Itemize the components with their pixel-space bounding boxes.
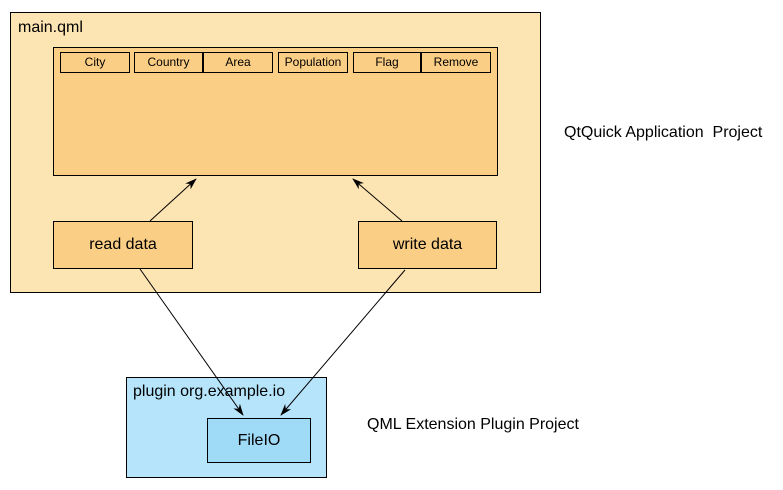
column-header-area: Area: [203, 52, 273, 73]
plugin-title: plugin org.example.io: [133, 383, 286, 400]
write-data-box: write data: [358, 221, 497, 269]
qml-extension-plugin-project-label: QML Extension Plugin Project: [367, 416, 579, 433]
column-header-population: Population: [278, 52, 348, 73]
column-header-flag: Flag: [353, 52, 421, 73]
read-data-box: read data: [53, 221, 193, 269]
column-header-city: City: [60, 52, 130, 73]
column-header-country: Country: [134, 52, 203, 73]
main-qml-title: main.qml: [18, 19, 83, 36]
qtquick-application-project-label: QtQuick Application Project: [564, 124, 763, 141]
tableview-box: City Country Area Population Flag Remove: [53, 47, 498, 176]
column-header-remove: Remove: [421, 52, 491, 73]
fileio-box: FileIO: [207, 418, 311, 463]
